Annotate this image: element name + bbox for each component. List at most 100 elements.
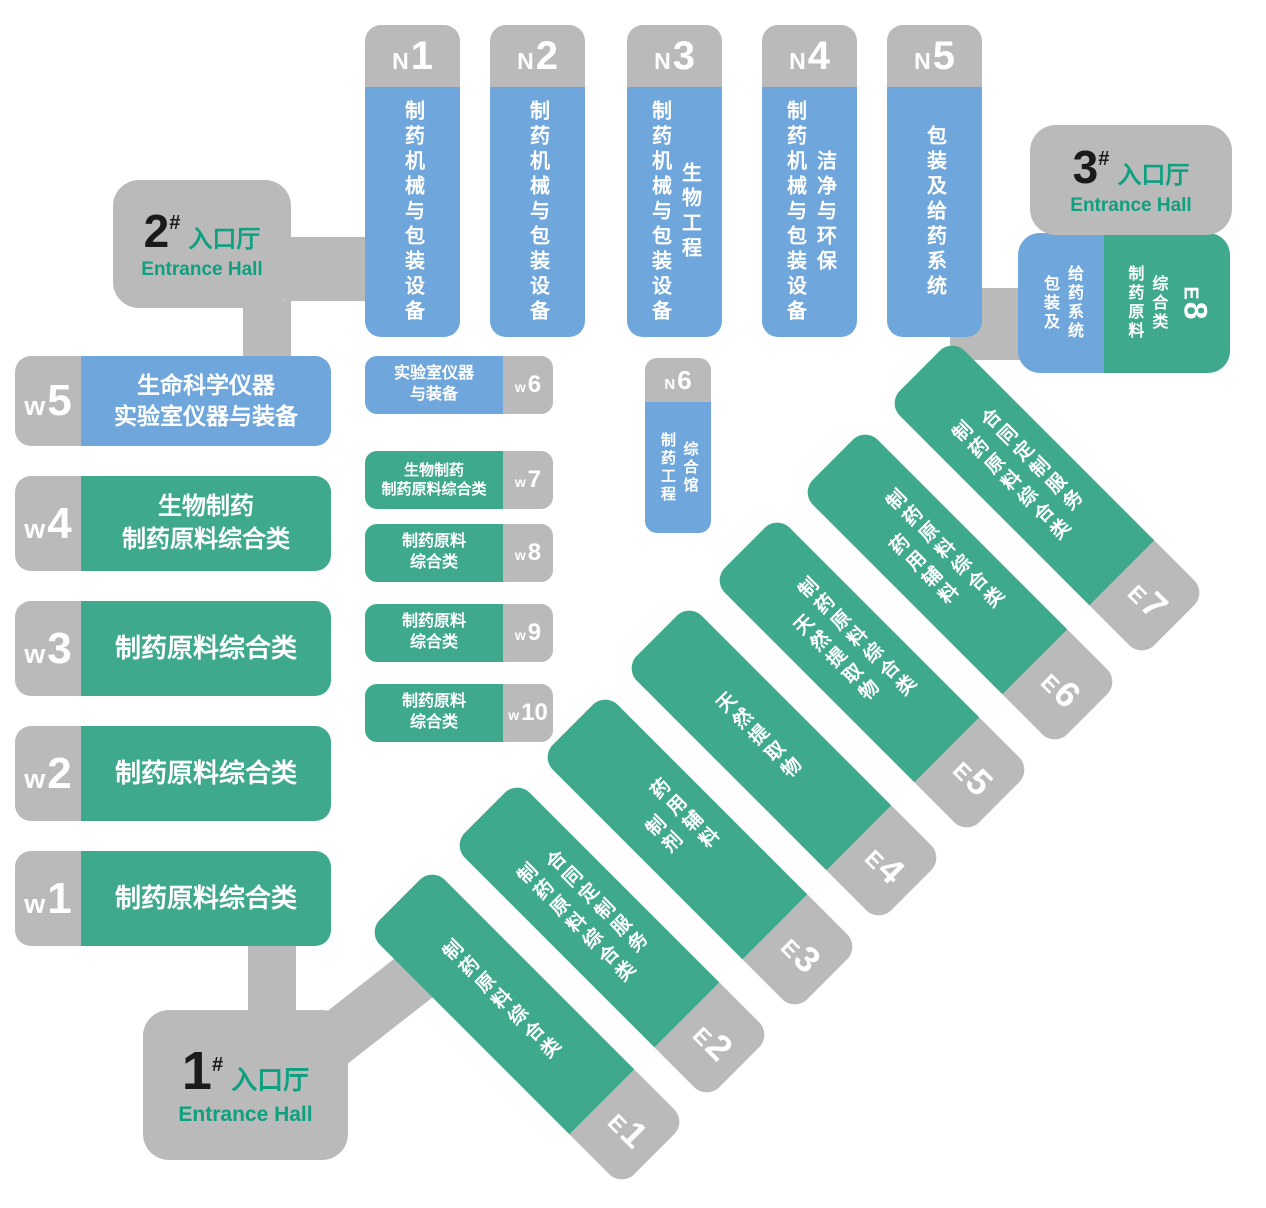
hall-n1-body: 制药机械与包装设备 — [365, 87, 460, 337]
hall-w4-body: 生物制药 制药原料综合类 — [81, 476, 331, 571]
entrance-hash: # — [169, 211, 181, 234]
category-line: 综合类 — [1149, 274, 1167, 332]
category-line: 制药原料综合类 — [381, 481, 487, 498]
hall-w10-categories: 制药原料 综合类 — [402, 692, 466, 734]
hall-id-letter: w — [24, 638, 46, 669]
hall-w5-body: 生命科学仪器 实验室仪器与装备 — [81, 356, 331, 446]
hall-id-number: 2 — [535, 34, 558, 78]
hall-n6-body: 制药工程 综合馆 — [645, 402, 711, 533]
entrance-hall-1: 1#入口厅 Entrance Hall — [143, 1010, 348, 1160]
connector-w1-entrance1 — [248, 940, 296, 1014]
entrance-title-row: 3#入口厅 — [1073, 144, 1190, 190]
hall-id-letter: w — [514, 547, 526, 563]
category-line: 综合类 — [409, 634, 458, 651]
hall-w9-categories: 制药原料 综合类 — [402, 612, 466, 654]
hall-w9-body: 制药原料 综合类 — [365, 604, 503, 662]
category-line: 制药原料 — [401, 533, 466, 551]
hall-id-number: 4 — [47, 498, 72, 548]
hall-w10-body: 制药原料 综合类 — [365, 684, 503, 742]
hall-n1-categories: 制药机械与包装设备 — [398, 100, 428, 325]
category-line: 制药机械与包装设备 — [783, 99, 806, 325]
hall-n3-categories: 制药机械与包装设备 生物工程 — [645, 100, 705, 325]
category-line: 生命科学仪器 — [137, 371, 275, 398]
entrance-hall-2: 2#入口厅 Entrance Hall — [113, 180, 291, 308]
hall-w6-body: 实验室仪器 与装备 — [365, 356, 503, 414]
entrance-hash: # — [1098, 147, 1110, 170]
hall-id-number: 6 — [677, 365, 692, 395]
hall-e8-packaging-categories: 包装及 给药系统 — [1037, 265, 1085, 341]
entrance-hash: # — [211, 1053, 224, 1076]
hall-id-letter: w — [24, 391, 46, 421]
hall-id-number: 8 — [1177, 301, 1214, 320]
hall-id-letter: N — [517, 48, 534, 74]
hall-n3-body: 制药机械与包装设备 生物工程 — [627, 87, 722, 337]
entrance-hall-3: 3#入口厅 Entrance Hall — [1030, 125, 1232, 235]
category-line: 制药机械与包装设备 — [526, 99, 549, 325]
hall-id-letter: w — [24, 513, 46, 544]
hall-id-number: 9 — [527, 619, 542, 646]
hall-id-number: 5 — [47, 376, 72, 425]
category-line: 给药系统 — [1065, 265, 1082, 341]
hall-w1-body: 制药原料综合类 — [81, 851, 331, 946]
category-line: 综合类 — [409, 714, 458, 731]
hall-e7-categories: 合同定制服务 制药原料综合类 — [943, 394, 1098, 549]
hall-id-letter: w — [514, 627, 526, 643]
category-line: 制药原料 — [401, 613, 466, 631]
category-line: 生物制药 — [403, 461, 464, 479]
hall-e4-categories: 天然提取物 — [707, 686, 809, 788]
category-line: 制药原料 — [401, 693, 466, 711]
category-line: 实验室仪器 — [393, 365, 474, 383]
category-line: 制药机械与包装设备 — [401, 99, 424, 325]
hall-id-letter: w — [514, 379, 526, 395]
category-line: 制药原料综合类 — [114, 757, 297, 788]
hall-w1-categories: 制药原料综合类 — [115, 881, 297, 916]
entrance-label-cn: 入口厅 — [1117, 161, 1190, 189]
hall-w4-categories: 生物制药 制药原料综合类 — [122, 491, 290, 556]
entrance-label-en: Entrance Hall — [141, 258, 263, 280]
category-line: 制药原料综合类 — [114, 632, 297, 663]
hall-w8-categories: 制药原料 综合类 — [402, 532, 466, 574]
entrance-label-cn: 入口厅 — [231, 1064, 310, 1095]
hall-w7-categories: 生物制药 制药原料综合类 — [381, 461, 486, 500]
entrance-number: 2 — [143, 204, 170, 257]
hall-id-letter: N — [654, 48, 671, 74]
category-line: 制药工程 — [659, 431, 676, 504]
hall-w2-categories: 制药原料综合类 — [115, 756, 297, 791]
hall-id-letter: N — [664, 376, 676, 393]
category-line: 综合馆 — [681, 440, 699, 495]
hall-w7-body: 生物制药 制药原料综合类 — [365, 451, 503, 509]
hall-n5-body: 包装及给药系统 — [887, 87, 982, 337]
hall-w2-body: 制药原料综合类 — [81, 726, 331, 821]
hall-n2-categories: 制药机械与包装设备 — [523, 100, 553, 325]
category-line: 包装及 — [1041, 274, 1058, 332]
hall-id-letter: N — [914, 48, 931, 74]
hall-w6-categories: 实验室仪器 与装备 — [394, 364, 474, 406]
hall-id-number: 1 — [410, 34, 433, 78]
category-line: 制药原料综合类 — [114, 882, 297, 913]
category-line: 洁净与环保 — [813, 149, 836, 275]
entrance-label-en: Entrance Hall — [1070, 194, 1192, 216]
category-line: 与装备 — [409, 386, 458, 403]
hall-id-letter: E — [1179, 286, 1202, 300]
category-line: 制药原料 — [1125, 265, 1143, 341]
